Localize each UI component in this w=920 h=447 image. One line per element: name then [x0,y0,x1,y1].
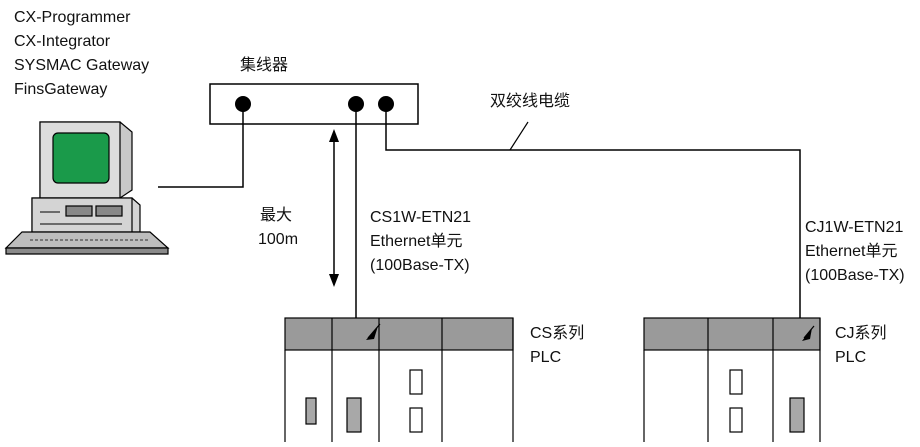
cj-plc-name: PLC [835,349,867,366]
cable-label: 双绞线电缆 [490,93,571,110]
software-label-3: SYSMAC Gateway [14,57,150,74]
cs-unit-model: CS1W-ETN21 [370,209,472,226]
distance-label-1: 最大 [260,207,293,224]
arrow-down [329,274,339,287]
cs-led-2 [346,397,362,433]
hub-label: 集线器 [240,57,289,74]
cs-unit-spec: (100Base-TX) [370,257,470,274]
cj-unit-type: Ethernet单元 [805,243,898,260]
cables [158,104,801,318]
computer-icon [4,121,170,255]
cs-plc-name: PLC [530,349,562,366]
cj-unit-model: CJ1W-ETN21 [805,219,904,236]
cs-led-1 [305,397,317,425]
cs-unit-type: Ethernet单元 [370,233,463,250]
cj-slot-2 [729,407,743,433]
cj-plc-rack [643,317,821,442]
cs-plc-series: CS系列 [530,325,585,342]
cj-unit-spec: (100Base-TX) [805,267,905,284]
cj-plc-series: CJ系列 [835,325,887,342]
cj-unit-pointer [802,328,812,341]
cj-led-1 [789,397,805,433]
cs-slot-2 [409,407,423,433]
monitor-screen [52,132,110,184]
cs-plc-rack [284,317,514,442]
distance-label-2: 100m [258,231,299,248]
arrow-up [329,129,339,142]
software-label-1: CX-Programmer [14,9,131,26]
cj-slot-1 [729,369,743,395]
cs-slot-1 [409,369,423,395]
software-label-4: FinsGateway [14,81,108,98]
software-label-2: CX-Integrator [14,33,111,50]
